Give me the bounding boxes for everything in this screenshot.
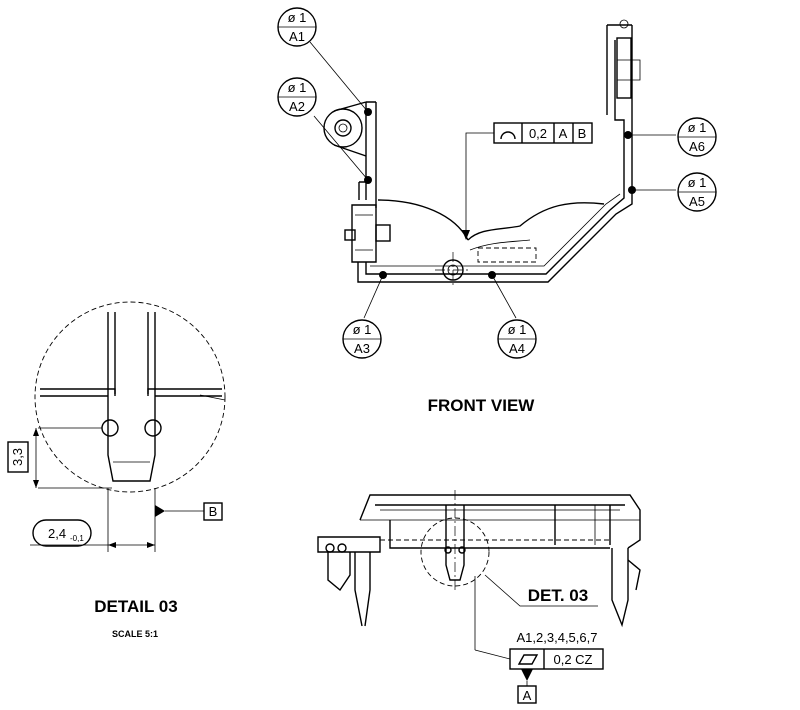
datum-target-a2: ø 1 A2 [277, 77, 317, 117]
datum-a-label: A [523, 688, 532, 703]
profile-of-surface-icon [500, 131, 516, 140]
target-size: ø 1 [688, 175, 707, 190]
datum-target-a1: ø 1 A1 [277, 7, 317, 47]
datum-target-a5: ø 1 A5 [677, 172, 717, 212]
profile-tolerance: 0,2 [529, 126, 547, 141]
target-label: A2 [289, 99, 305, 114]
target-points [364, 108, 636, 279]
datum-b-label: B [209, 504, 218, 519]
flatness-feature-control-frame: A1,2,3,4,5,6,7 0,2 CZ A [474, 576, 604, 704]
detail-title: DETAIL 03 [94, 597, 177, 616]
datum-target-a4: ø 1 A4 [497, 319, 537, 359]
profile-feature-control-frame: 0,2 A B [462, 122, 593, 240]
target-size: ø 1 [508, 322, 527, 337]
target-size: ø 1 [688, 120, 707, 135]
datum-target-a3: ø 1 A3 [342, 319, 382, 359]
target-label: A5 [689, 194, 705, 209]
target-label: A4 [509, 341, 525, 356]
front-view-part [323, 19, 641, 288]
flatness-targets: A1,2,3,4,5,6,7 [517, 630, 598, 645]
dimension-width-tolerance: -0,1 [70, 534, 84, 543]
datum-target-a6: ø 1 A6 [677, 117, 717, 157]
target-size: ø 1 [288, 80, 307, 95]
target-label: A6 [689, 139, 705, 154]
dimension-height: 3,3 [10, 448, 25, 466]
detail-scale: SCALE 5:1 [112, 629, 158, 639]
flatness-tolerance: 0,2 CZ [553, 652, 592, 667]
target-size: ø 1 [353, 322, 372, 337]
detail-callout: DET. 03 [528, 586, 588, 605]
side-view-part [317, 490, 641, 628]
target-size: ø 1 [288, 10, 307, 25]
detail-03-boundary [420, 517, 490, 587]
dimension-width: 2,4 [48, 526, 66, 541]
profile-datum-1: A [559, 126, 568, 141]
profile-datum-2: B [578, 126, 587, 141]
target-label: A1 [289, 29, 305, 44]
target-leaders [309, 41, 676, 319]
detail-callout-leader [484, 574, 598, 607]
front-view-title: FRONT VIEW [428, 396, 536, 415]
detail-03-view: 3,3 2,4 -0,1 B [7, 301, 226, 552]
flatness-icon [517, 654, 539, 665]
target-label: A3 [354, 341, 370, 356]
